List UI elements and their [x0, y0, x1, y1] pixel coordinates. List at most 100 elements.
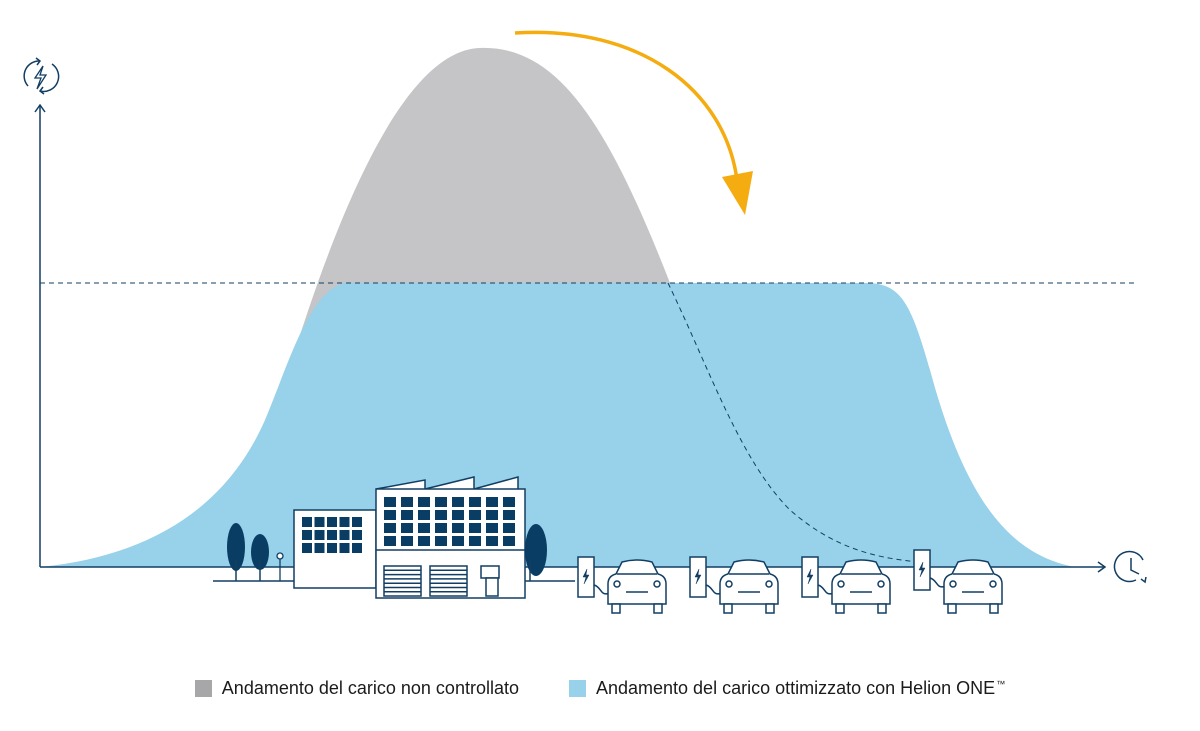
- car-headlight: [765, 580, 773, 588]
- window: [314, 530, 325, 540]
- car-headlight: [837, 580, 845, 588]
- car-wheel: [653, 603, 663, 614]
- window: [302, 530, 312, 540]
- tree-icon: [227, 523, 245, 581]
- window: [503, 510, 515, 520]
- clock-icon: [1113, 550, 1147, 584]
- window: [352, 543, 362, 553]
- window: [401, 497, 413, 507]
- window: [486, 536, 498, 546]
- car-headlight: [653, 580, 661, 588]
- window: [327, 543, 337, 553]
- window: [401, 523, 413, 533]
- legend: Andamento del carico non controllato And…: [0, 676, 1200, 700]
- energy-cycle-icon: [23, 57, 60, 95]
- window: [486, 497, 498, 507]
- electric-car-icon: [943, 559, 1003, 614]
- uncontrolled-tail-dashed: [667, 282, 921, 563]
- electric-car-icon: [607, 559, 667, 614]
- car-wheel: [835, 603, 845, 614]
- load-shift-arrow: [514, 30, 739, 181]
- legend-swatch-uncontrolled: [194, 679, 212, 697]
- ev-charger-icon: [913, 549, 947, 591]
- car-body: [607, 559, 667, 605]
- window: [435, 510, 447, 520]
- car-wheel: [877, 603, 887, 614]
- window: [339, 530, 350, 540]
- x-axis-arrowhead: [1097, 561, 1107, 573]
- car-wheel: [723, 603, 733, 614]
- electric-car-icon: [719, 559, 779, 614]
- ev-charger-icon: [801, 556, 835, 598]
- optimized-load-area: [40, 283, 1075, 567]
- window: [401, 510, 413, 520]
- trademark-symbol: ™: [996, 678, 1006, 689]
- window: [469, 497, 481, 507]
- window: [469, 510, 481, 520]
- bolt-icon: [918, 561, 926, 578]
- legend-item-optimized: Andamento del carico ottimizzato con Hel…: [568, 677, 1006, 699]
- window: [486, 523, 498, 533]
- ev-charger-icon: [689, 556, 723, 598]
- window: [314, 543, 325, 553]
- window: [418, 510, 430, 520]
- window: [452, 497, 464, 507]
- window: [327, 530, 337, 540]
- car-headlight: [877, 580, 885, 588]
- car-headlight: [613, 580, 621, 588]
- window: [503, 497, 515, 507]
- window: [384, 510, 396, 520]
- window: [435, 497, 447, 507]
- legend-label-uncontrolled: Andamento del carico non controllato: [221, 677, 519, 698]
- bolt-icon: [694, 568, 702, 585]
- load-shift-arrowhead: [722, 171, 753, 215]
- legend-item-uncontrolled: Andamento del carico non controllato: [194, 677, 519, 699]
- window: [384, 497, 396, 507]
- window: [486, 510, 498, 520]
- window: [452, 536, 464, 546]
- window: [452, 510, 464, 520]
- car-headlight: [989, 580, 997, 588]
- window: [435, 536, 447, 546]
- factory-building-icon: [293, 476, 526, 599]
- car-body: [943, 559, 1003, 605]
- car-headlight: [725, 580, 733, 588]
- bolt-icon: [806, 568, 814, 585]
- window: [314, 517, 325, 527]
- window: [503, 523, 515, 533]
- window: [469, 536, 481, 546]
- window: [503, 536, 515, 546]
- car-headlight: [949, 580, 957, 588]
- window: [352, 530, 362, 540]
- window: [302, 517, 312, 527]
- window: [339, 517, 350, 527]
- electric-car-icon: [831, 559, 891, 614]
- car-wheel: [765, 603, 775, 614]
- car-body: [719, 559, 779, 605]
- car-wheel: [611, 603, 621, 614]
- window: [418, 523, 430, 533]
- window: [302, 543, 312, 553]
- window: [384, 536, 396, 546]
- window: [352, 517, 362, 527]
- tree-icon: [525, 524, 547, 581]
- lamp-post-icon: [276, 552, 284, 581]
- window: [384, 523, 396, 533]
- legend-swatch-optimized: [568, 679, 586, 697]
- tree-icon: [251, 534, 269, 581]
- window: [418, 536, 430, 546]
- car-wheel: [947, 603, 957, 614]
- window: [339, 543, 350, 553]
- window: [327, 517, 337, 527]
- window: [418, 497, 430, 507]
- car-wheel: [989, 603, 999, 614]
- window: [469, 523, 481, 533]
- legend-label-optimized: Andamento del carico ottimizzato con Hel…: [595, 677, 1006, 698]
- window: [435, 523, 447, 533]
- window: [452, 523, 464, 533]
- bolt-icon: [582, 568, 590, 585]
- window: [401, 536, 413, 546]
- car-body: [831, 559, 891, 605]
- y-axis-arrowhead: [34, 103, 46, 113]
